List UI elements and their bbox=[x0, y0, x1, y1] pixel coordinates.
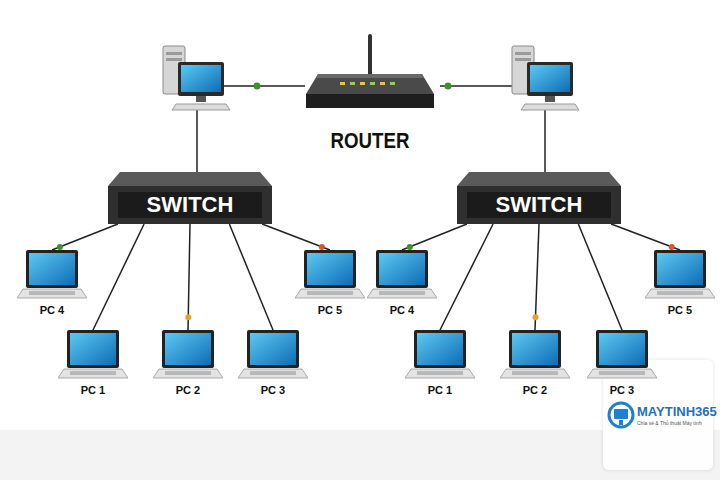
network-cable bbox=[402, 224, 467, 250]
pc-label: PC 4 bbox=[17, 304, 87, 316]
network-cable bbox=[440, 85, 520, 87]
laptop-icon bbox=[58, 330, 128, 382]
pc-label: PC 1 bbox=[405, 384, 475, 396]
watermark-tagline: Chia sẻ & Thủ thuật Máy tính bbox=[637, 420, 702, 426]
network-cable bbox=[185, 224, 191, 330]
pc-label: PC 5 bbox=[645, 304, 715, 316]
router-node: ROUTER bbox=[300, 32, 440, 160]
network-cable bbox=[262, 224, 330, 250]
laptop-icon bbox=[295, 250, 365, 302]
laptop-icon bbox=[645, 250, 715, 302]
pc-node: PC 1 bbox=[58, 330, 128, 398]
pc-node: PC 4 bbox=[367, 250, 437, 318]
laptop-icon bbox=[587, 330, 657, 382]
link-led bbox=[445, 83, 452, 90]
server-icon bbox=[512, 46, 579, 110]
network-cable bbox=[52, 224, 118, 250]
router-icon bbox=[300, 32, 440, 122]
pc-node: PC 1 bbox=[405, 330, 475, 398]
pc-node: PC 2 bbox=[500, 330, 570, 398]
network-cable bbox=[229, 224, 273, 330]
switch-node: SWITCH bbox=[457, 172, 621, 224]
switch-label: SWITCH bbox=[457, 192, 621, 218]
switch-node: SWITCH bbox=[108, 172, 272, 224]
pc-label: PC 2 bbox=[500, 384, 570, 396]
laptop-icon bbox=[153, 330, 223, 382]
router-label: ROUTER bbox=[311, 128, 430, 154]
network-cable bbox=[532, 224, 539, 330]
switch-label: SWITCH bbox=[108, 192, 272, 218]
pc-node: PC 2 bbox=[153, 330, 223, 398]
pc-label: PC 3 bbox=[238, 384, 308, 396]
pc-node: PC 5 bbox=[295, 250, 365, 318]
network-cable bbox=[544, 110, 546, 176]
pc-label: PC 2 bbox=[153, 384, 223, 396]
pc-label: PC 3 bbox=[587, 384, 657, 396]
watermark-text: MAYTINH365 bbox=[637, 404, 717, 419]
pc-label: PC 1 bbox=[58, 384, 128, 396]
pc-node: PC 3 bbox=[238, 330, 308, 398]
network-cable bbox=[578, 224, 622, 330]
pc-node: PC 4 bbox=[17, 250, 87, 318]
pc-node: PC 3 bbox=[587, 330, 657, 398]
link-led bbox=[254, 83, 261, 90]
laptop-icon bbox=[17, 250, 87, 302]
pc-label: PC 4 bbox=[367, 304, 437, 316]
network-cable bbox=[611, 224, 680, 250]
network-cable bbox=[220, 85, 305, 87]
network-cable bbox=[93, 224, 144, 330]
network-cable bbox=[440, 224, 493, 330]
pc-node: PC 5 bbox=[645, 250, 715, 318]
laptop-icon bbox=[500, 330, 570, 382]
laptop-icon bbox=[367, 250, 437, 302]
pc-label: PC 5 bbox=[295, 304, 365, 316]
server-icon bbox=[163, 46, 230, 110]
laptop-icon bbox=[238, 330, 308, 382]
network-cable bbox=[196, 110, 198, 176]
laptop-icon bbox=[405, 330, 475, 382]
